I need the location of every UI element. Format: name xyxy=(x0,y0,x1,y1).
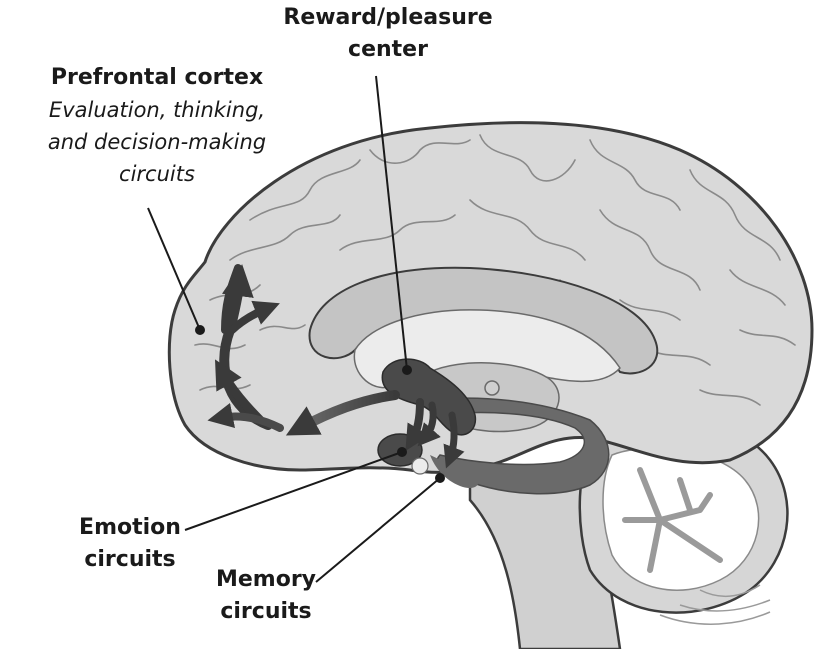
arrow-to-memory xyxy=(450,415,454,458)
dot-reward xyxy=(402,365,412,375)
memory-circuits-label: Memory circuits xyxy=(196,564,336,628)
emotion-label-line1: Emotion xyxy=(60,512,200,544)
memory-label-line1: Memory xyxy=(196,564,336,596)
emotion-label-line2: circuits xyxy=(60,544,200,576)
prefrontal-cortex-label: Prefrontal cortex Evaluation, thinking, … xyxy=(12,62,302,190)
dot-prefrontal xyxy=(195,325,205,335)
emotion-circuits-label: Emotion circuits xyxy=(60,512,200,576)
prefrontal-line2: and decision-making xyxy=(12,126,302,158)
reward-center-label: Reward/pleasure center xyxy=(258,2,518,66)
prefrontal-line1: Evaluation, thinking, xyxy=(12,94,302,126)
dot-emotion xyxy=(397,447,407,457)
prefrontal-line3: circuits xyxy=(12,158,302,190)
reward-label-line1: Reward/pleasure xyxy=(258,2,518,34)
memory-label-line2: circuits xyxy=(196,596,336,628)
dot-memory xyxy=(435,473,445,483)
prefrontal-title: Prefrontal cortex xyxy=(12,62,302,94)
